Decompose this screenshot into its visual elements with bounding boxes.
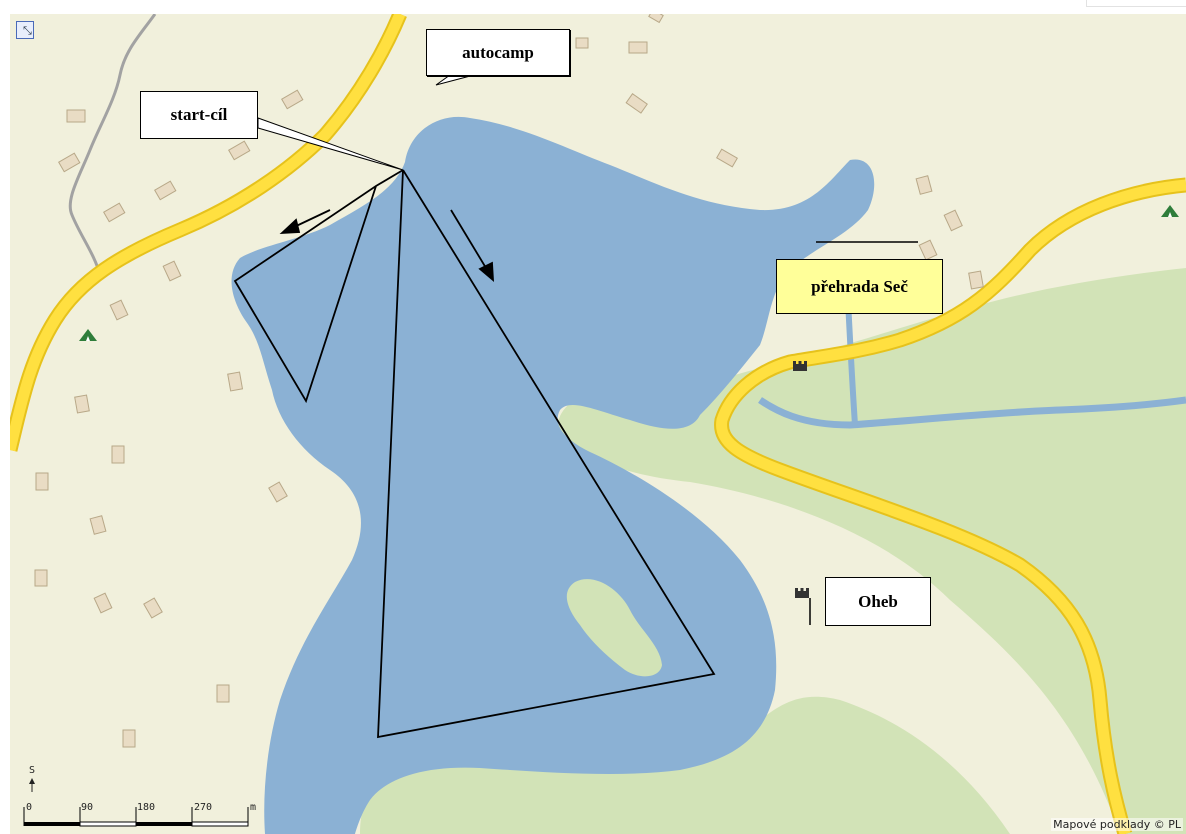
building xyxy=(111,445,125,464)
building xyxy=(103,202,126,223)
scale-bar-graphic xyxy=(23,778,249,827)
scale-tick-label: 180 xyxy=(137,802,156,813)
map-svg xyxy=(10,14,1186,834)
scale-bar: S 0 90 180 270 m xyxy=(22,762,282,832)
building xyxy=(575,37,589,49)
arrow-right-head xyxy=(478,261,495,283)
building xyxy=(122,729,136,748)
building xyxy=(625,93,648,114)
arrow-left-line xyxy=(291,209,331,229)
north-arrow-head xyxy=(29,778,35,784)
campsite-icon xyxy=(1161,205,1179,217)
footpath xyxy=(68,14,157,276)
building xyxy=(66,109,86,123)
route-large-triangle xyxy=(377,169,716,739)
autocamp-label: autocamp xyxy=(426,29,570,76)
arrow-right-line xyxy=(450,209,487,269)
autocamp-label-text: autocamp xyxy=(462,42,534,62)
castle-icon xyxy=(793,361,807,371)
north-label: S xyxy=(29,765,36,776)
expand-icon: ⤡ xyxy=(23,24,32,37)
building xyxy=(216,684,230,703)
building xyxy=(93,592,113,614)
stream-east xyxy=(758,396,1186,429)
building xyxy=(74,394,90,414)
building xyxy=(143,597,163,619)
map-canvas[interactable] xyxy=(10,14,1186,834)
dam-label: přehrada Seč xyxy=(776,259,943,314)
building xyxy=(716,148,738,168)
arrow-left-head xyxy=(279,218,301,235)
scale-segment xyxy=(24,822,80,826)
island xyxy=(566,579,662,677)
map-attribution[interactable]: Mapové podklady © PL xyxy=(1051,818,1183,831)
main-road-west xyxy=(10,14,406,452)
building xyxy=(35,472,49,491)
start-finish-label-text: start-cíl xyxy=(170,105,228,124)
scale-tick-label: 270 xyxy=(194,802,213,813)
oheb-label: Oheb xyxy=(825,577,931,626)
scale-tick-label: m xyxy=(250,802,257,813)
route-small-triangle xyxy=(233,169,404,404)
scale-segment xyxy=(191,821,249,827)
building xyxy=(154,180,177,201)
building xyxy=(228,140,251,161)
route-arrows xyxy=(279,209,495,283)
building xyxy=(58,152,81,173)
building xyxy=(628,41,648,54)
building xyxy=(943,209,963,232)
start-callout-tail xyxy=(257,117,404,171)
castle-ruin-icon xyxy=(795,588,809,598)
campsite-icon xyxy=(79,329,97,341)
building xyxy=(968,270,984,290)
regatta-route xyxy=(233,169,716,739)
building xyxy=(648,14,664,24)
building xyxy=(268,481,288,503)
reservoir-water xyxy=(231,116,875,834)
building xyxy=(915,175,933,195)
expand-map-button[interactable]: ⤡ xyxy=(16,21,34,39)
building xyxy=(227,371,244,392)
dam-label-text: přehrada Seč xyxy=(811,276,908,296)
start-finish-label: start-cíl xyxy=(140,91,258,139)
buildings xyxy=(34,14,984,748)
building xyxy=(89,515,107,535)
building xyxy=(918,239,938,261)
scale-tick-label: 0 xyxy=(26,802,33,813)
building xyxy=(109,299,129,321)
top-right-widget xyxy=(1086,0,1186,7)
building xyxy=(162,260,182,282)
scale-tick-label: 90 xyxy=(81,802,94,813)
scale-segment xyxy=(79,821,137,827)
main-road-east xyxy=(716,179,1186,834)
building xyxy=(281,89,304,110)
building xyxy=(34,569,48,587)
scale-segment xyxy=(136,822,192,826)
oheb-label-text: Oheb xyxy=(858,591,898,611)
